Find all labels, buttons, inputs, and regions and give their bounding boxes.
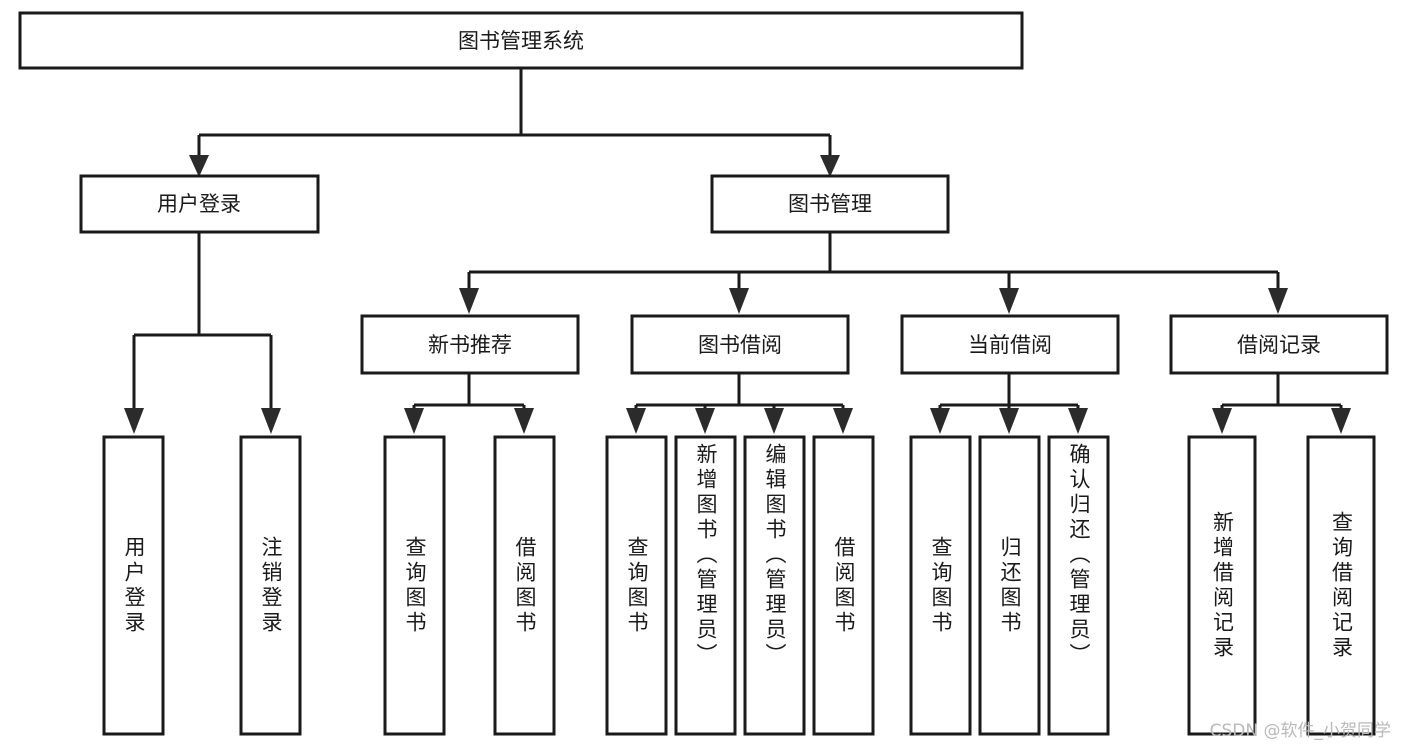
node-leaf-edit-book-label: 编辑图书（管理员）: [763, 443, 787, 668]
arrowhead-leaf-query-book-1: [404, 408, 424, 434]
arrowhead-leaf-user-logout: [261, 408, 281, 434]
node-leaf-query-book-2[interactable]: 查询图书: [605, 435, 668, 736]
node-leaf-return-book-label: 归还图书: [998, 535, 1022, 636]
arrowhead-book-manage: [820, 155, 840, 177]
node-leaf-user-login-label: 用户登录: [122, 535, 146, 636]
arrowhead-leaf-query-record: [1331, 408, 1351, 434]
node-leaf-user-logout-label: 注销登录: [259, 535, 283, 636]
node-new-book-recommend-box[interactable]: [360, 314, 580, 375]
connector-layer: [124, 68, 1351, 434]
node-leaf-edit-book-box[interactable]: [743, 435, 806, 736]
node-leaf-return-book-box[interactable]: [978, 435, 1041, 736]
node-leaf-query-book-3-label: 查询图书: [929, 535, 953, 636]
arrowhead-current-borrow: [999, 288, 1019, 314]
node-leaf-query-book-3-box[interactable]: [909, 435, 972, 736]
node-current-borrow-label: 当前借阅: [968, 333, 1052, 357]
arrowhead-leaf-add-record: [1212, 408, 1232, 434]
node-book-borrow-box[interactable]: [630, 314, 850, 375]
node-leaf-query-record-label: 查询借阅记录: [1329, 510, 1354, 661]
node-leaf-borrow-book-1-box[interactable]: [493, 435, 556, 736]
node-leaf-borrow-book-2-box[interactable]: [812, 435, 875, 736]
arrowhead-leaf-user-login: [124, 408, 144, 434]
node-root-box[interactable]: [18, 11, 1024, 70]
node-root[interactable]: 图书管理系统: [18, 11, 1024, 70]
node-user-login-box[interactable]: [79, 174, 320, 234]
node-leaf-user-login-box[interactable]: [102, 435, 165, 736]
node-leaf-query-book-1-box[interactable]: [383, 435, 446, 736]
node-leaf-confirm-return-box[interactable]: [1047, 435, 1110, 736]
arrowhead-leaf-edit-book: [764, 408, 784, 434]
node-leaf-borrow-book-1[interactable]: 借阅图书: [493, 435, 556, 736]
node-leaf-query-book-1-label: 查询图书: [403, 535, 427, 636]
arrowhead-leaf-query-book-2: [626, 408, 646, 434]
node-user-login[interactable]: 用户登录: [79, 174, 320, 234]
connector-root-trunk: [197, 68, 832, 160]
node-leaf-edit-book[interactable]: 编辑图书（管理员）: [743, 435, 806, 736]
arrowhead-new-book-recommend: [459, 288, 479, 314]
node-new-book-recommend-label: 新书推荐: [428, 333, 512, 357]
connector-book-manage-branch: [467, 232, 1280, 292]
node-leaf-query-book-2-box[interactable]: [605, 435, 668, 736]
node-leaf-user-logout[interactable]: 注销登录: [239, 435, 302, 736]
connector-current-borrow-branch: [938, 373, 1080, 414]
node-borrow-record[interactable]: 借阅记录: [1169, 314, 1389, 375]
node-leaf-add-book-box[interactable]: [674, 435, 737, 736]
arrowhead-leaf-add-book: [695, 408, 715, 434]
connector-book-borrow-branch: [634, 373, 845, 414]
node-leaf-query-book-1[interactable]: 查询图书: [383, 435, 446, 736]
node-leaf-confirm-return-label: 确认归还（管理员）: [1067, 443, 1091, 668]
arrowhead-leaf-borrow-book-2: [833, 408, 853, 434]
node-leaf-user-logout-box[interactable]: [239, 435, 302, 736]
node-borrow-record-box[interactable]: [1169, 314, 1389, 375]
connector-new-book-recommend-branch: [412, 373, 526, 414]
node-root-label: 图书管理系统: [458, 29, 584, 53]
node-new-book-recommend[interactable]: 新书推荐: [360, 314, 580, 375]
node-current-borrow[interactable]: 当前借阅: [900, 314, 1120, 375]
node-leaf-add-record-box[interactable]: [1187, 435, 1257, 736]
node-leaf-add-book[interactable]: 新增图书（管理员）: [674, 435, 737, 736]
csdn-watermark: CSDN @软件_小贺同学: [1209, 721, 1391, 741]
arrowhead-book-borrow: [729, 288, 749, 314]
connector-borrow-record-branch: [1220, 373, 1343, 414]
node-leaf-borrow-book-2[interactable]: 借阅图书: [812, 435, 875, 736]
node-book-manage[interactable]: 图书管理: [710, 174, 950, 234]
arrowhead-leaf-query-book-3: [930, 408, 950, 434]
node-leaf-borrow-book-2-label: 借阅图书: [832, 535, 856, 636]
node-leaf-add-record[interactable]: 新增借阅记录: [1187, 435, 1257, 736]
node-leaf-query-record-box[interactable]: [1306, 435, 1376, 736]
node-leaf-return-book[interactable]: 归还图书: [978, 435, 1041, 736]
node-book-manage-box[interactable]: [710, 174, 950, 234]
node-leaf-add-record-label: 新增借阅记录: [1210, 510, 1235, 661]
arrowhead-leaf-return-book: [999, 408, 1019, 434]
node-book-borrow-label: 图书借阅: [698, 333, 782, 357]
arrowhead-leaf-confirm-return: [1068, 408, 1088, 434]
arrowhead-borrow-record: [1268, 288, 1288, 314]
node-user-login-label: 用户登录: [157, 192, 241, 216]
connector-user-login-branch: [132, 232, 273, 412]
node-book-manage-label: 图书管理: [788, 192, 872, 216]
node-borrow-record-label: 借阅记录: [1237, 333, 1321, 357]
node-leaf-confirm-return[interactable]: 确认归还（管理员）: [1047, 435, 1110, 736]
node-leaf-query-record[interactable]: 查询借阅记录: [1306, 435, 1376, 736]
node-leaf-query-book-2-label: 查询图书: [625, 535, 649, 636]
node-current-borrow-box[interactable]: [900, 314, 1120, 375]
node-leaf-add-book-label: 新增图书（管理员）: [694, 443, 718, 668]
arrowhead-leaf-borrow-book-1: [514, 408, 534, 434]
node-book-borrow[interactable]: 图书借阅: [630, 314, 850, 375]
node-leaf-query-book-3[interactable]: 查询图书: [909, 435, 972, 736]
node-leaf-borrow-book-1-label: 借阅图书: [513, 535, 537, 636]
node-leaf-user-login[interactable]: 用户登录: [102, 435, 165, 736]
arrowhead-user-login: [189, 155, 209, 177]
